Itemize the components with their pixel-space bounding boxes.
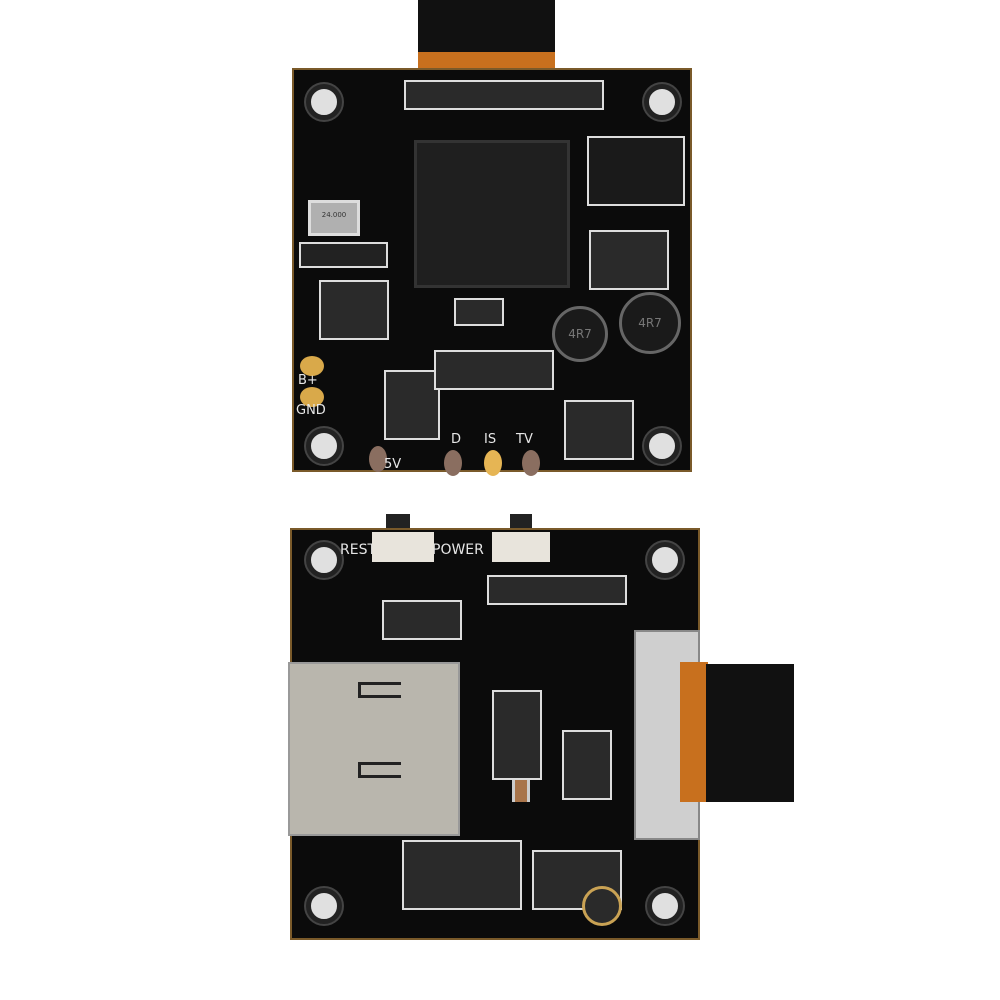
power-label: POWER	[432, 542, 484, 558]
b-plus-label: B+	[298, 373, 318, 388]
power-switch-actuator[interactable]	[510, 514, 532, 532]
smd-component	[382, 600, 462, 640]
mounting-hole	[306, 84, 342, 120]
b-plus-pad	[300, 356, 324, 376]
top-pcb-board: 24.000 4R7 4R7 B+ GND 5V D IS TV	[292, 68, 692, 476]
bottom-ribbon-cable	[706, 664, 794, 802]
connector-strip	[299, 242, 388, 268]
power-switch[interactable]	[492, 532, 550, 562]
top-ribbon-stiffener	[418, 52, 555, 68]
smd-component	[492, 690, 542, 780]
mounting-hole	[647, 542, 683, 578]
sd-slot-spring	[358, 682, 401, 698]
gnd-pad	[300, 387, 324, 407]
flash-chip	[587, 136, 685, 206]
main-processor-chip	[414, 140, 570, 288]
mounting-hole	[644, 428, 680, 464]
crystal-oscillator: 24.000	[308, 200, 360, 236]
smd-component	[564, 400, 634, 460]
mounting-hole	[306, 428, 342, 464]
sd-slot-spring	[358, 762, 401, 778]
mounting-hole	[306, 542, 342, 578]
diode-array	[384, 370, 440, 440]
mounting-hole	[306, 888, 342, 924]
tv-pad	[522, 450, 540, 476]
reset-label: REST	[340, 542, 377, 558]
capacitor	[512, 780, 530, 802]
smd-component	[319, 280, 389, 340]
reset-switch[interactable]	[372, 532, 434, 562]
5v-label: 5V	[384, 457, 402, 472]
smd-component	[562, 730, 612, 800]
bottom-pcb-board: REST POWER	[288, 528, 700, 940]
tv-label: TV	[516, 432, 533, 447]
bottom-ribbon-stiffener	[680, 662, 708, 802]
resistor-row	[487, 575, 627, 605]
gnd-label: GND	[296, 403, 326, 418]
smd-component	[454, 298, 504, 326]
d-pad	[444, 450, 462, 476]
is-pad	[484, 450, 502, 476]
mounting-hole	[644, 84, 680, 120]
reset-switch-actuator[interactable]	[386, 514, 410, 532]
inductor: 4R7	[619, 292, 681, 354]
5v-pad	[369, 446, 387, 472]
inductor: 4R7	[552, 306, 608, 362]
resistor-row	[404, 80, 604, 110]
smd-component	[434, 350, 554, 390]
sd-card-slot[interactable]	[288, 662, 460, 836]
smd-component	[402, 840, 522, 910]
d-label: D	[451, 432, 462, 447]
smd-component	[589, 230, 669, 290]
mounting-hole	[647, 888, 683, 924]
microphone	[582, 886, 622, 926]
is-label: IS	[484, 432, 497, 447]
